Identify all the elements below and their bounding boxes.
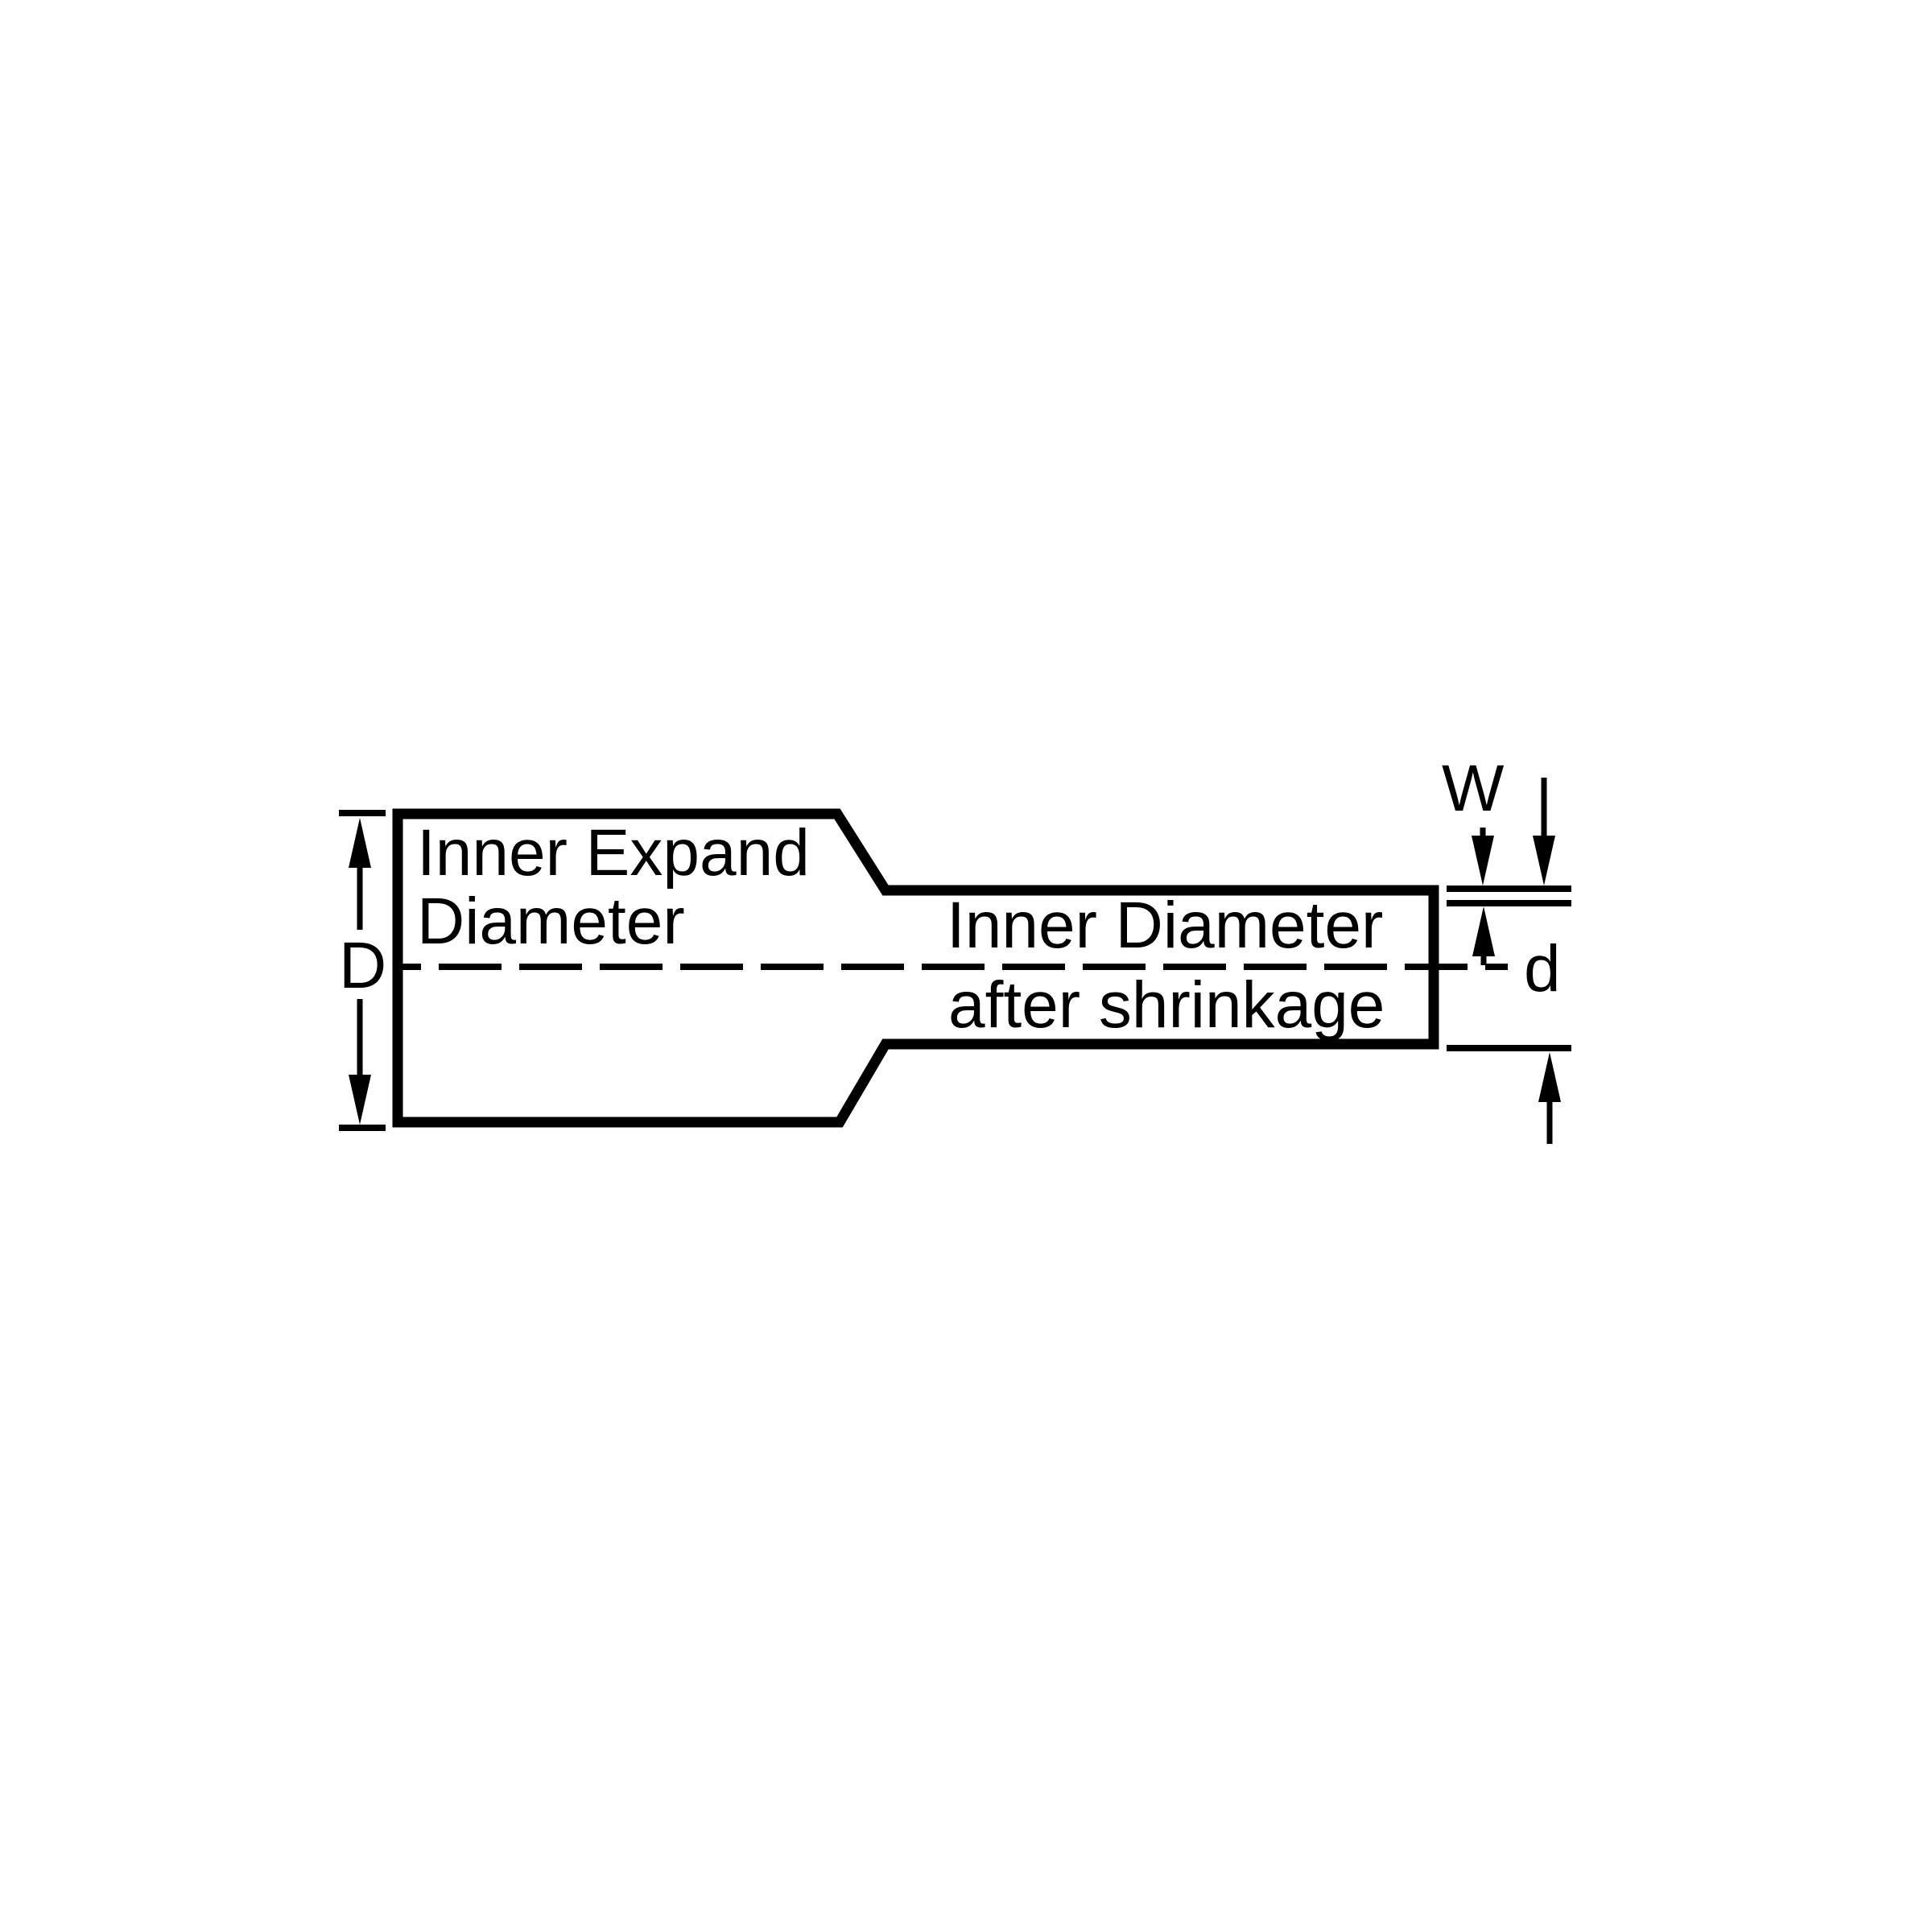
shrunk-tube-label-line2: after shrinkage [948,968,1385,1042]
shrunk-dia-bottom-arrowhead [1538,1052,1561,1102]
wall-thickness-label: W [1442,752,1505,825]
tube-outline [392,808,1439,1128]
shrunk-dia-top-arrowhead [1533,836,1555,886]
expanded-tube-label-line2: Diameter [417,885,685,958]
expanded-dia-down-arrowhead [349,1075,371,1125]
shrunk-inner-diameter-label: d [1524,932,1561,1005]
expanded-inner-diameter-label: D [339,929,387,1002]
expanded-tube-label-line1: Inner Expand [417,816,810,890]
wall-thickness-up-arrowhead [1472,906,1495,956]
expanded-dia-up-arrowhead [349,818,371,868]
wall-thickness-down-arrowhead [1472,836,1494,886]
shrunk-tube-label-line1: Inner Diameter [947,889,1384,962]
